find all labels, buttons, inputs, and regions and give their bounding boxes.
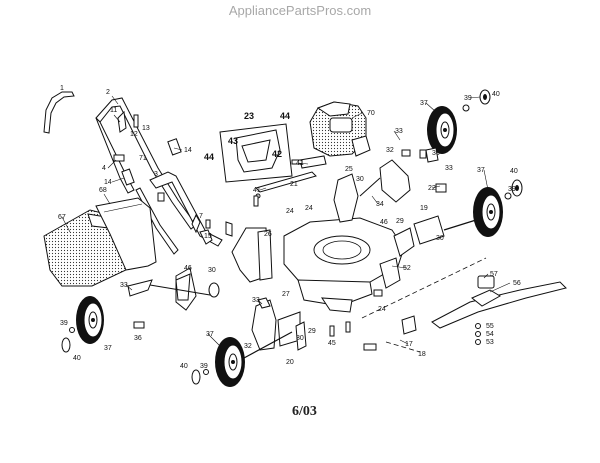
callout-13: 13 xyxy=(142,125,150,132)
callout-2: 2 xyxy=(106,89,110,96)
callout-12: 12 xyxy=(130,131,138,138)
callout-41-a: 41 xyxy=(296,160,304,167)
callout-40-c: 40 xyxy=(73,355,81,362)
callout-22: 22 xyxy=(428,185,436,192)
handle-clip-right xyxy=(167,138,182,156)
main-handle xyxy=(95,97,197,230)
callout-26: 26 xyxy=(264,231,272,238)
callout-44-b: 44 xyxy=(204,152,214,162)
part-callouts: 1 2 3 4 7 11 12 13 14 14 15 17 18 19 20 … xyxy=(58,85,521,370)
callout-30-b: 30 xyxy=(356,176,364,183)
callout-14-left: 14 xyxy=(104,179,112,186)
callout-39-b: 39 xyxy=(508,186,516,193)
callout-39-a: 39 xyxy=(464,95,472,102)
callout-29-a: 29 xyxy=(396,218,404,225)
grass-bag-frame xyxy=(95,197,157,271)
callout-44-a: 44 xyxy=(280,111,290,121)
callout-46-a: 46 xyxy=(380,219,388,226)
callout-27: 27 xyxy=(282,291,290,298)
callout-54: 54 xyxy=(486,331,494,338)
callout-33-c: 33 xyxy=(120,282,128,289)
callout-57: 57 xyxy=(490,271,498,278)
callout-45: 45 xyxy=(328,340,336,347)
callout-3: 3 xyxy=(154,171,158,178)
rear-right-wheel xyxy=(427,106,457,154)
callout-37-c: 37 xyxy=(104,345,112,352)
callout-70: 70 xyxy=(367,110,375,117)
callout-68: 68 xyxy=(99,187,107,194)
hubcaps xyxy=(61,89,523,385)
mower-deck xyxy=(231,217,405,313)
callout-24-a: 24 xyxy=(286,208,294,215)
callout-36-a: 36 xyxy=(432,150,440,157)
callout-14-right: 14 xyxy=(184,147,192,154)
misc-hardware xyxy=(205,149,427,351)
lower-handle xyxy=(149,171,223,247)
revision-date: 6/03 xyxy=(292,404,317,419)
callout-39-c: 39 xyxy=(60,320,68,327)
watermark-text: AppliancePartsPros.com xyxy=(228,3,372,18)
handle-assembly xyxy=(43,91,233,255)
callout-33-d: 33 xyxy=(252,297,260,304)
callout-53: 53 xyxy=(486,339,494,346)
callout-17: 17 xyxy=(405,341,413,348)
callout-43: 43 xyxy=(228,136,238,146)
callout-37-b: 37 xyxy=(477,167,485,174)
callout-36-b: 36 xyxy=(134,335,142,342)
callout-21: 21 xyxy=(290,181,298,188)
callout-7: 7 xyxy=(199,213,203,220)
callout-30-c: 30 xyxy=(436,235,444,242)
deck-engine-opening xyxy=(313,235,371,265)
callout-71: 71 xyxy=(139,155,147,162)
leader-lines xyxy=(61,95,511,347)
callout-32-a: 32 xyxy=(386,147,394,154)
callout-39-d: 39 xyxy=(200,363,208,370)
callout-1: 1 xyxy=(60,85,64,92)
callout-4: 4 xyxy=(102,165,106,172)
callout-37-a: 37 xyxy=(420,100,428,107)
rear-axle-assembly xyxy=(127,267,220,329)
callout-24-b: 24 xyxy=(305,205,313,212)
callout-30-a: 30 xyxy=(208,267,216,274)
callout-24-c: 24 xyxy=(378,306,386,313)
callout-20: 20 xyxy=(286,359,294,366)
callout-56: 56 xyxy=(513,280,521,287)
callout-29-b: 29 xyxy=(308,328,316,335)
callout-41-b: 41 xyxy=(253,187,261,194)
callout-32-b: 32 xyxy=(244,343,252,350)
front-right-height-adjuster xyxy=(333,147,477,289)
rear-shield-assembly xyxy=(219,123,293,183)
front-left-height-adjuster xyxy=(243,297,307,359)
grass-bag-assembly xyxy=(43,197,157,287)
rear-left-wheel xyxy=(215,337,245,387)
callout-33-b: 33 xyxy=(445,165,453,172)
callout-23: 23 xyxy=(244,111,254,121)
callout-25: 25 xyxy=(345,166,353,173)
callout-18: 18 xyxy=(418,351,426,358)
callout-52: 52 xyxy=(403,265,411,272)
callout-40-a: 40 xyxy=(492,91,500,98)
callout-19: 19 xyxy=(420,205,428,212)
upper-handle-bar xyxy=(43,91,75,134)
callout-11: 11 xyxy=(110,107,117,114)
rear-roller-bar xyxy=(255,155,327,199)
front-right-wheel xyxy=(473,187,503,237)
engine xyxy=(309,101,371,157)
handle-clip-left xyxy=(121,168,135,186)
callout-30-d: 30 xyxy=(296,335,304,342)
callout-40-b: 40 xyxy=(510,168,518,175)
cutting-blade xyxy=(431,281,567,329)
callout-46-b: 46 xyxy=(184,265,192,272)
callout-42: 42 xyxy=(272,149,282,159)
callout-15: 15 xyxy=(204,233,212,240)
callout-37-d: 37 xyxy=(206,331,214,338)
blade-assembly xyxy=(361,257,567,353)
callout-33-a: 33 xyxy=(395,128,403,135)
callout-40-d: 40 xyxy=(180,363,188,370)
callout-34: 34 xyxy=(376,201,384,208)
front-left-wheel xyxy=(76,296,104,344)
callout-55: 55 xyxy=(486,323,494,330)
